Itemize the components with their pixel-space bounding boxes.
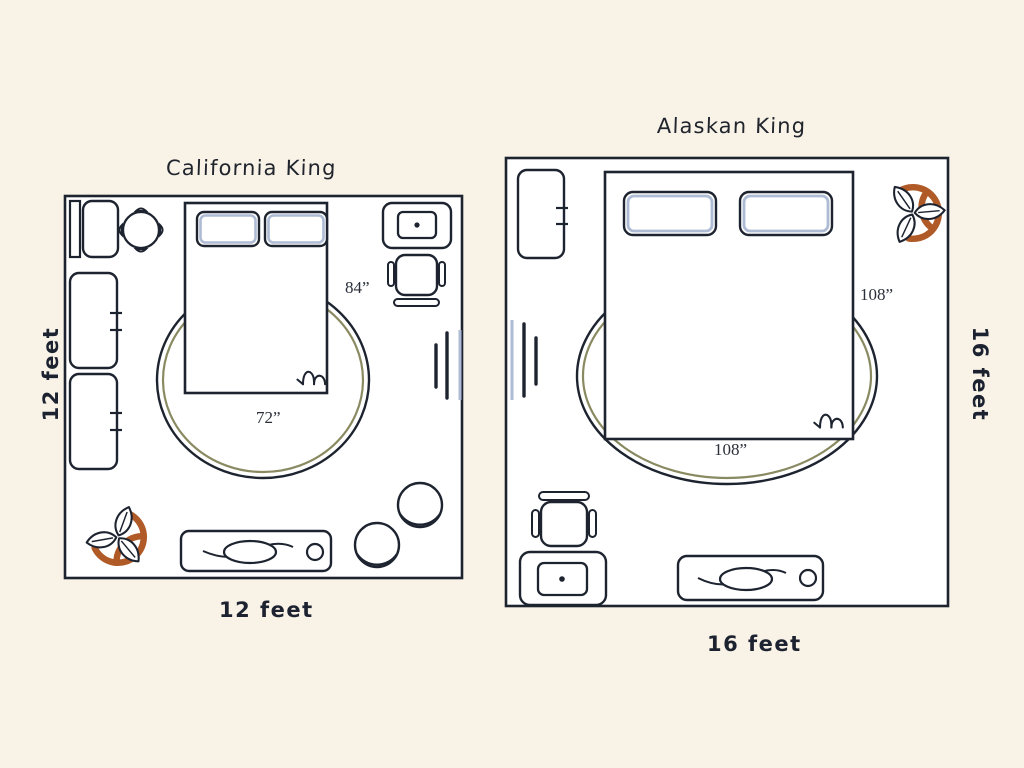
desk-chair-california-king[interactable]	[388, 255, 445, 306]
media-console-california-king[interactable]	[181, 531, 331, 571]
room-depth-label-alaskan-king: 16 feet	[968, 326, 992, 422]
round-dining-table-california-king[interactable]	[118, 207, 164, 253]
pillow-right-california-king[interactable]	[265, 212, 327, 246]
bed-length-label-alaskan-king: 108”	[860, 285, 894, 304]
brand-logo-icon-alaskan-king	[880, 180, 946, 246]
accent-chair-b-california-king[interactable]	[355, 523, 399, 573]
window-curtains-california-king[interactable]	[430, 325, 464, 405]
wardrobe-alaskan-king[interactable]	[518, 170, 564, 258]
bed-width-label-california-king: 72”	[256, 408, 281, 427]
desk-chair-alaskan-king[interactable]	[532, 490, 596, 548]
room-width-label-alaskan-king: 16 feet	[707, 632, 802, 656]
brand-logo-icon-california-king	[85, 504, 151, 570]
pillow-right-alaskan-king[interactable]	[740, 192, 832, 235]
plan-title-california-king: California King	[165, 156, 338, 180]
pillow-left-california-king[interactable]	[197, 212, 259, 246]
bed-width-label-alaskan-king: 108”	[714, 440, 748, 459]
dresser-lower-california-king[interactable]	[70, 374, 117, 469]
media-console-alaskan-king[interactable]	[678, 556, 823, 600]
desk-california-king[interactable]	[383, 203, 451, 248]
wardrobe-california-king[interactable]	[70, 201, 118, 257]
room-width-label-california-king: 12 feet	[219, 598, 314, 622]
accent-chair-a-california-king[interactable]	[398, 483, 442, 533]
pillow-left-alaskan-king[interactable]	[624, 192, 716, 235]
area-rug-california-king[interactable]	[157, 282, 369, 478]
desk-alaskan-king[interactable]	[520, 552, 606, 605]
dresser-upper-california-king[interactable]	[70, 273, 117, 368]
room-depth-label-california-king: 12 feet	[39, 326, 63, 422]
plan-title-alaskan-king: Alaskan King	[656, 114, 807, 138]
area-rug-alaskan-king[interactable]	[577, 268, 877, 484]
bed-length-label-california-king: 84”	[345, 278, 370, 297]
window-curtains-alaskan-king[interactable]	[508, 316, 542, 400]
